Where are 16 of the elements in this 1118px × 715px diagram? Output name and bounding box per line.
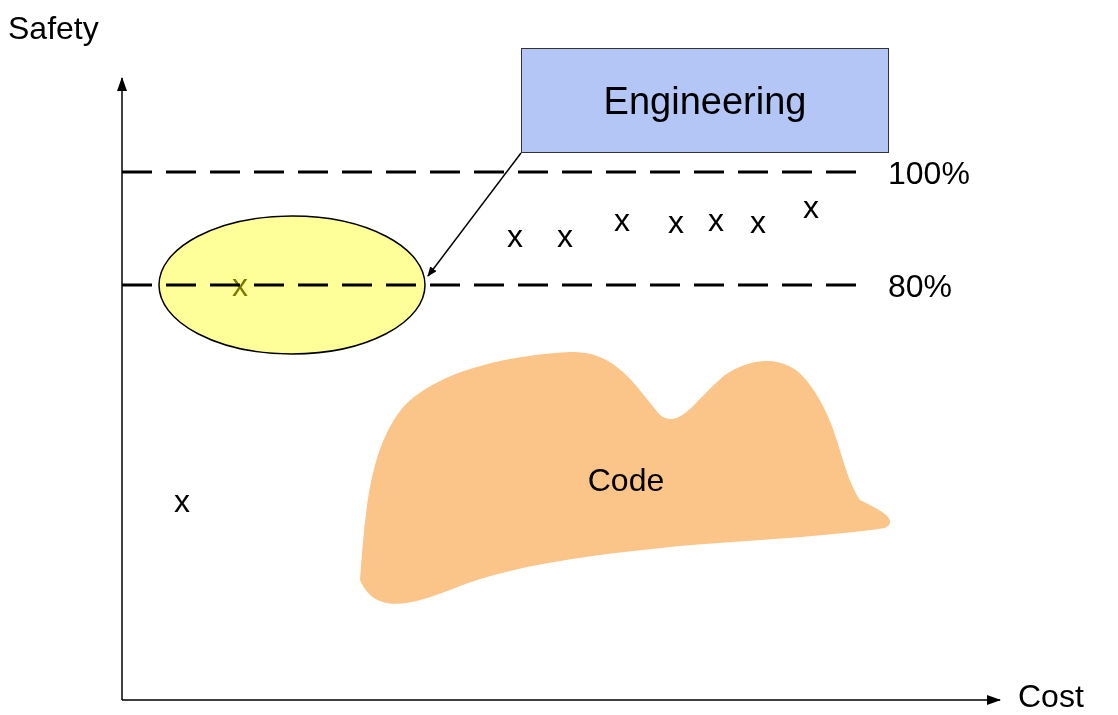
arrow xyxy=(427,152,522,277)
chart-label: x xyxy=(668,206,684,238)
chart-label: x xyxy=(614,204,630,236)
chart-label: 100% xyxy=(888,157,970,189)
shape-label: Engineering xyxy=(603,81,807,120)
shape-label: Code xyxy=(587,464,665,496)
chart-label: x xyxy=(708,204,724,236)
chart-label: x xyxy=(750,206,766,238)
chart-label: Cost xyxy=(1018,680,1084,712)
chart-label: Safety xyxy=(8,12,99,44)
chart-label: x xyxy=(803,191,819,223)
chart-label: x xyxy=(507,220,523,252)
chart-label: x xyxy=(557,220,573,252)
chart-label: x xyxy=(174,485,190,517)
chart-label: 80% xyxy=(888,270,953,302)
process-box xyxy=(521,48,889,153)
